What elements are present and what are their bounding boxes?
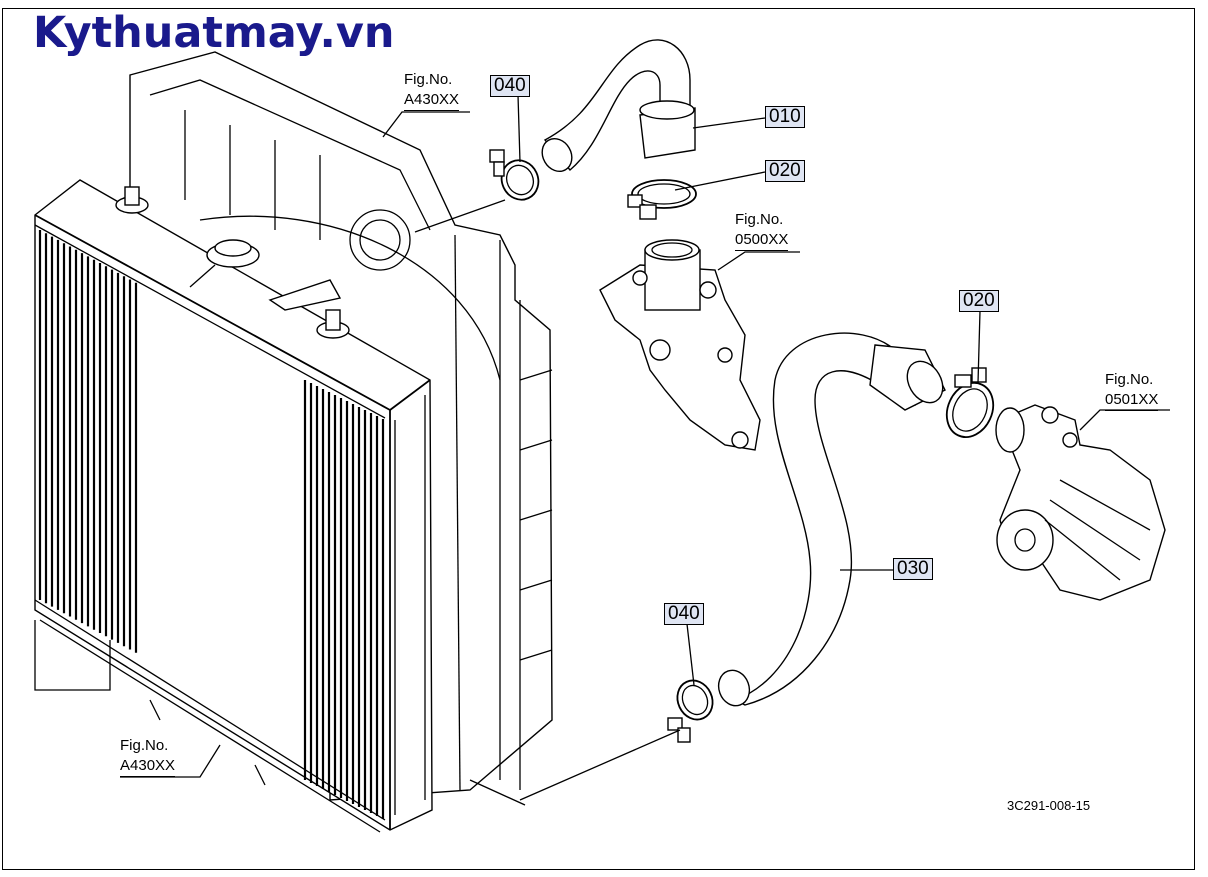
fig-ref-label: Fig.No. [120,737,169,754]
radiator-core [34,179,433,833]
upper-clamp-drawing [489,149,540,201]
site-watermark: Kythuatmay.vn [33,8,395,58]
lower-hose-drawing [717,332,946,707]
lower-clamp-drawing [667,679,714,743]
fig-ref-label: Fig.No. [1105,371,1154,388]
fig-ref-code: 0501XX [1105,390,1159,411]
leader-lines [120,94,1170,806]
fig-ref-label: Fig.No. [404,71,453,88]
diagram-frame [2,8,1195,870]
part-label-lower-clamp[interactable]: 040 [664,603,704,625]
thermostat-housing [599,239,761,451]
diagram-code: 3C291-008-15 [1007,798,1091,813]
thermostat-clamp-drawing [627,179,697,220]
pump-clamp-drawing [945,367,995,438]
upper-hose-drawing [541,39,696,173]
part-label-lower-hose[interactable]: 030 [893,558,933,580]
part-label-thermostat-clamp[interactable]: 020 [765,160,805,182]
water-pump [995,404,1166,601]
part-label-upper-clamp[interactable]: 040 [490,75,530,97]
fig-ref-thermostat: Fig.No. 0500XX [735,210,789,251]
fig-ref-water-pump: Fig.No. 0501XX [1105,370,1159,411]
fig-ref-radiator-bottom: Fig.No. A430XX [120,736,176,777]
fig-ref-code: 0500XX [735,230,789,251]
fig-ref-code: A430XX [120,756,176,777]
fig-ref-label: Fig.No. [735,211,784,228]
fig-ref-radiator-top: Fig.No. A430XX [404,70,460,111]
part-label-pump-clamp[interactable]: 020 [959,290,999,312]
part-label-upper-hose[interactable]: 010 [765,106,805,128]
fig-ref-code: A430XX [404,90,460,111]
